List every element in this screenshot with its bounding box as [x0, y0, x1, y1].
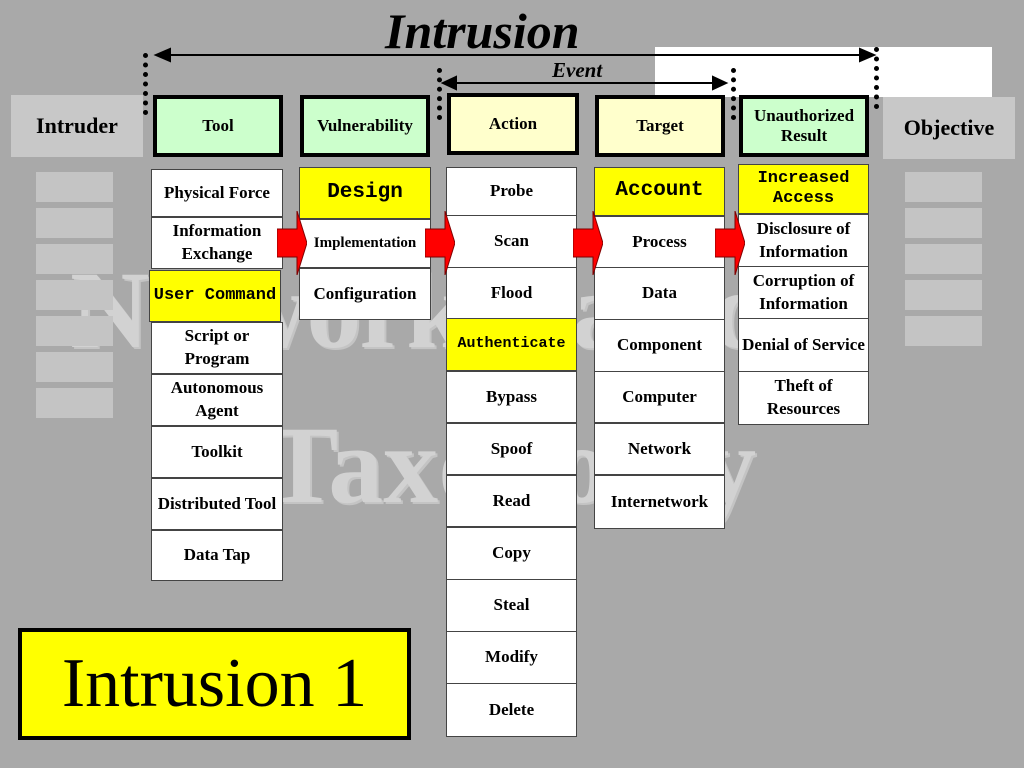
target-cell: Data	[594, 267, 725, 320]
action-cell: Read	[446, 475, 577, 527]
intruder-bar	[36, 172, 113, 202]
objective-bar	[905, 244, 982, 274]
target-cell: Process	[594, 216, 725, 268]
target-cell: Computer	[594, 371, 725, 423]
action-column: Probe Scan Flood Authenticate Bypass Spo…	[446, 167, 577, 737]
objective-label: Objective	[883, 97, 1015, 159]
result-cell: Theft of Resources	[738, 371, 869, 425]
result-cell-highlighted: Increased Access	[738, 164, 869, 214]
event-left-marker	[437, 68, 442, 120]
event-span-arrow	[440, 75, 729, 91]
action-cell: Bypass	[446, 371, 577, 423]
target-cell: Network	[594, 423, 725, 475]
intruder-bar	[36, 280, 113, 310]
target-cell-highlighted: Account	[594, 167, 725, 216]
intruder-bar	[36, 208, 113, 238]
arrow-right-icon	[715, 211, 745, 275]
action-cell: Delete	[446, 683, 577, 737]
intrusion-title: Intrusion	[385, 3, 580, 59]
vulnerability-cell-highlighted: Design	[299, 167, 431, 219]
tool-cell: Information Exchange	[151, 217, 283, 269]
tool-cell: Data Tap	[151, 530, 283, 581]
intruder-bar	[36, 388, 113, 418]
target-column: Account Process Data Component Computer …	[594, 167, 725, 529]
tool-cell-highlighted: User Command	[149, 270, 281, 322]
tool-cell: Script or Program	[151, 322, 283, 374]
action-cell: Copy	[446, 527, 577, 580]
tool-column: Physical Force Information Exchange User…	[149, 169, 283, 581]
header-vulnerability: Vulnerability	[300, 95, 430, 157]
header-unauthorized-result: Unauthorized Result	[739, 95, 869, 157]
span-arrows	[153, 47, 877, 91]
action-cell: Spoof	[446, 423, 577, 475]
target-cell: Internetwork	[594, 475, 725, 529]
action-cell: Scan	[446, 215, 577, 268]
objective-bar	[905, 316, 982, 346]
tool-cell: Physical Force	[151, 169, 283, 217]
result-cell: Corruption of Information	[738, 266, 869, 319]
header-action: Action	[447, 93, 579, 155]
intruder-label: Intruder	[11, 95, 143, 157]
header-target: Target	[595, 95, 725, 157]
objective-bar	[905, 172, 982, 202]
tool-cell: Autonomous Agent	[151, 374, 283, 426]
arrow-right-icon	[277, 211, 307, 275]
unauthorized-result-column: Increased Access Disclosure of Informati…	[738, 164, 869, 425]
result-cell: Disclosure of Information	[738, 214, 869, 267]
event-label: Event	[552, 58, 603, 82]
intruder-bar	[36, 352, 113, 382]
intrusion-caption: Intrusion 1	[18, 628, 411, 740]
objective-bar	[905, 208, 982, 238]
event-right-marker	[731, 68, 736, 120]
intruder-bar	[36, 244, 113, 274]
tool-cell: Distributed Tool	[151, 478, 283, 530]
header-tool: Tool	[153, 95, 283, 157]
action-cell-highlighted: Authenticate	[446, 318, 577, 371]
intrusion-left-marker	[143, 53, 148, 115]
action-cell: Flood	[446, 267, 577, 319]
objective-bar	[905, 280, 982, 310]
intruder-bar	[36, 316, 113, 346]
vulnerability-cell: Configuration	[299, 268, 431, 320]
target-cell: Component	[594, 319, 725, 372]
intrusion-span-arrow	[153, 47, 877, 63]
arrow-right-icon	[573, 211, 603, 275]
action-cell: Modify	[446, 631, 577, 684]
arrow-right-icon	[425, 211, 455, 275]
vulnerability-cell: Implementation	[299, 219, 431, 268]
vulnerability-column: Design Implementation Configuration	[299, 167, 431, 320]
intrusion-right-marker	[874, 47, 879, 109]
tool-cell: Toolkit	[151, 426, 283, 478]
action-cell: Steal	[446, 579, 577, 632]
result-cell: Denial of Service	[738, 318, 869, 372]
intrusion-caption-text: Intrusion 1	[61, 645, 368, 722]
action-cell: Probe	[446, 167, 577, 216]
